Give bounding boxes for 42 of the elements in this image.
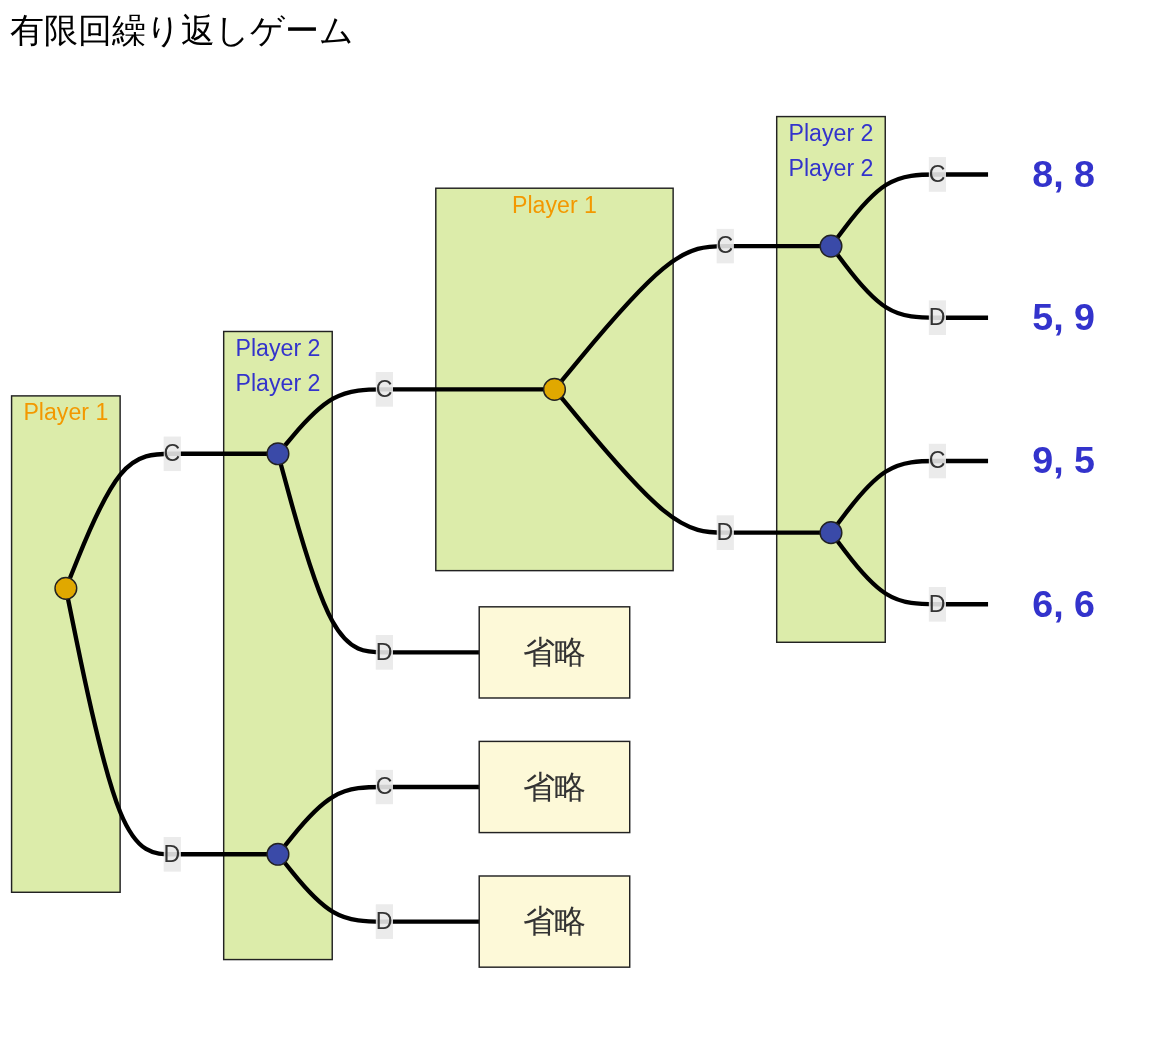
- cluster: Player 1: [10, 395, 121, 894]
- node-box: 省略: [478, 606, 631, 699]
- edge-label: D: [928, 591, 946, 616]
- node-text: 5, 9: [1032, 295, 1095, 339]
- connector: [65, 598, 268, 857]
- cluster: Player 2 Player 2: [775, 115, 886, 644]
- edge-label: C: [928, 161, 946, 187]
- diagram-title: 有限回繰り返しゲーム: [10, 9, 355, 52]
- cluster: Player 2 Player 2: [222, 330, 333, 961]
- edge-label: C: [163, 440, 181, 466]
- node-circle: [54, 576, 78, 601]
- edge-label: C: [716, 233, 734, 258]
- connector: [835, 253, 989, 321]
- connector: [835, 458, 989, 526]
- edge-label: D: [928, 304, 946, 330]
- node-text: 8, 8: [1032, 152, 1095, 196]
- connector: [283, 861, 480, 924]
- node-circle: [819, 234, 843, 258]
- edge-label: C: [375, 376, 393, 402]
- edge-label: D: [163, 841, 181, 866]
- edge-label: C: [928, 448, 946, 473]
- edge-label: C: [375, 774, 393, 799]
- node-text: 9, 5: [1032, 438, 1095, 483]
- node-box: 省略: [478, 740, 631, 834]
- edge-label: D: [375, 908, 393, 934]
- connector: [559, 396, 821, 535]
- node-circle: [266, 442, 290, 466]
- node-circle: [542, 377, 567, 402]
- connector: [835, 540, 989, 607]
- connector: [67, 451, 268, 580]
- edge-label: D: [375, 639, 393, 665]
- connector: [278, 463, 480, 655]
- node-text: 6, 6: [1032, 581, 1095, 626]
- node-box: 省略: [478, 875, 631, 969]
- cluster: Player 1: [435, 187, 674, 572]
- node-circle: [266, 842, 290, 866]
- connector: [835, 172, 989, 239]
- connector: [283, 784, 480, 848]
- connector: [283, 387, 544, 447]
- edge-label: D: [716, 519, 734, 545]
- connector: [559, 244, 821, 383]
- node-circle: [819, 521, 843, 545]
